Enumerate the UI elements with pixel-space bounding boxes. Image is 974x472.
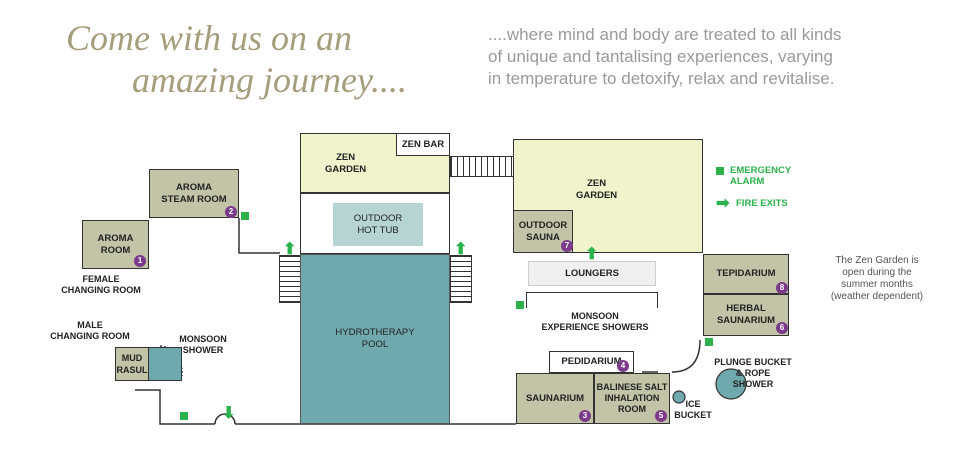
stairs-left	[279, 255, 301, 303]
note-line-3: summer months	[841, 279, 913, 290]
badge-3: 3	[579, 410, 591, 422]
tepidarium[interactable]: TEPIDARIUM	[703, 254, 789, 294]
legend-fire-exit-arrow-icon: ➡	[716, 195, 730, 212]
legend-alarm-swatch	[716, 167, 724, 175]
outdoor-sauna[interactable]: OUTDOOR SAUNA	[513, 210, 573, 253]
pedidarium[interactable]: PEDIDARIUM	[549, 351, 634, 373]
loungers[interactable]: LOUNGERS	[528, 261, 656, 286]
intro-line-3: in temperature to detoxify, relax and re…	[488, 69, 835, 88]
note-line-2: open during the	[842, 267, 912, 278]
monsoon-shower-bay	[526, 292, 658, 308]
badge-7: 7	[561, 240, 573, 252]
note-line-4: (weather dependent)	[830, 291, 924, 302]
emergency-alarm-marker	[180, 412, 188, 420]
zen-garden-right-label: ZEN GARDEN	[576, 178, 618, 201]
badge-5: 5	[655, 410, 667, 422]
male-changing-room-label: MALE CHANGING ROOM	[50, 320, 130, 341]
emergency-alarm-marker	[516, 301, 524, 309]
legend-emergency-alarm: EMERGENCY ALARM	[730, 165, 792, 187]
badge-1: 1	[134, 255, 146, 267]
badge-2: 2	[225, 206, 237, 218]
badge-8: 8	[776, 282, 788, 294]
stairs-right	[450, 255, 472, 303]
aroma-steam-room[interactable]: AROMA STEAM ROOM	[149, 169, 239, 218]
headline-line-2: amazing journey....	[132, 60, 407, 100]
headline-line-1: Come with us on an	[66, 18, 353, 58]
zen-garden-note: The Zen Garden is open during the summer…	[812, 255, 942, 303]
monsoon-shower-label: MONSOON SHOWER	[179, 334, 227, 355]
intro-text: ....where mind and body are treated to a…	[488, 24, 928, 90]
plunge-bucket-label: PLUNGE BUCKET & ROPE SHOWER	[714, 357, 792, 389]
badge-4: 4	[617, 360, 629, 372]
emergency-alarm-marker	[705, 338, 713, 346]
walkway-bridge	[450, 156, 514, 177]
mud-rasul[interactable]: MUD RASUL	[115, 347, 149, 381]
note-line-1: The Zen Garden is	[835, 255, 919, 266]
monsoon-experience-showers-label: MONSOON EXPERIENCE SHOWERS	[541, 311, 649, 332]
intro-line-1: ....where mind and body are treated to a…	[488, 25, 842, 44]
female-changing-room-label: FEMALE CHANGING ROOM	[61, 274, 141, 295]
legend-fire-exits: FIRE EXITS	[736, 198, 788, 209]
intro-line-2: of unique and tantalising experiences, v…	[488, 47, 833, 66]
ice-bucket-label: ICE BUCKET	[674, 399, 712, 420]
fire-exit-arrow-up-icon: ⬆	[454, 241, 468, 258]
zen-bar[interactable]: ZEN BAR	[396, 133, 450, 156]
monsoon-shower-area	[149, 347, 182, 381]
emergency-alarm-marker	[241, 212, 249, 220]
fire-exit-arrow-down-icon: ⬇	[222, 405, 236, 422]
zen-garden-left-label: ZEN GARDEN	[325, 152, 367, 175]
fire-exit-arrow-up-icon: ⬆	[585, 246, 599, 263]
fire-exit-arrow-up-icon: ⬆	[283, 241, 297, 258]
outdoor-hot-tub[interactable]: OUTDOOR HOT TUB	[333, 203, 423, 246]
badge-6: 6	[776, 322, 788, 334]
hydrotherapy-pool[interactable]: HYDROTHERAPY POOL	[300, 254, 450, 424]
balinese-salt-inhalation-room[interactable]: BALINESE SALT INHALATION ROOM	[594, 373, 670, 424]
herbal-saunarium[interactable]: HERBAL SAUNARIUM	[703, 294, 789, 336]
